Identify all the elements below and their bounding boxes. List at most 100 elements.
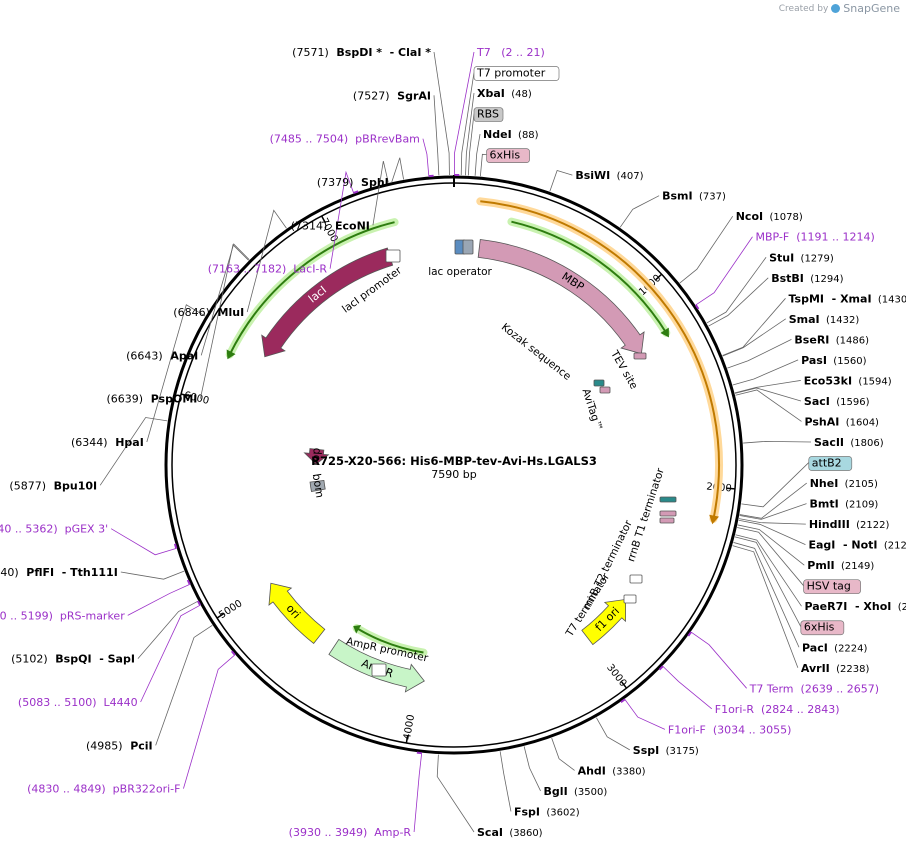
leader-line bbox=[433, 95, 440, 176]
label-segment: (6639) bbox=[106, 393, 143, 406]
site-label[interactable]: PasI (1560) bbox=[801, 354, 867, 367]
site-label[interactable]: TspMI - XmaI (1430) bbox=[789, 292, 906, 305]
label-segment: (1596) bbox=[830, 397, 870, 408]
site-label[interactable]: ScaI (3860) bbox=[477, 826, 543, 839]
site-label[interactable]: Eco53kI (1594) bbox=[804, 374, 892, 387]
site-label[interactable]: (7527) SgrAI bbox=[353, 89, 431, 102]
site-label[interactable]: (5180 .. 5199) pRS-marker bbox=[0, 609, 125, 622]
leader-line bbox=[619, 195, 660, 228]
primer-mark bbox=[230, 650, 236, 656]
site-label[interactable]: BstBI (1294) bbox=[771, 272, 843, 285]
site-label[interactable]: BglI (3500) bbox=[544, 785, 608, 798]
label-segment: (6344) bbox=[71, 436, 108, 449]
site-label[interactable]: AhdI (3380) bbox=[578, 764, 646, 777]
site-label[interactable]: (6643) ApaI bbox=[126, 349, 198, 362]
site-label[interactable]: 6xHis bbox=[804, 621, 835, 634]
leader-line bbox=[722, 298, 786, 356]
site-label[interactable]: 6xHis bbox=[490, 149, 521, 162]
label-segment: (88) bbox=[512, 130, 539, 141]
site-label[interactable]: F1ori-R (2824 .. 2843) bbox=[715, 703, 840, 716]
leader-line bbox=[372, 161, 389, 226]
leader-line bbox=[460, 72, 475, 176]
site-label[interactable]: PmlI (2149) bbox=[807, 559, 874, 572]
site-label[interactable]: F1ori-F (3034 .. 3055) bbox=[668, 723, 792, 736]
site-label[interactable]: BmtI (2109) bbox=[810, 498, 879, 511]
site-label[interactable]: SacI (1596) bbox=[804, 395, 870, 408]
site-label[interactable]: HSV tag bbox=[807, 580, 851, 593]
label-segment: (2639 .. 2657) bbox=[794, 682, 880, 695]
site-label[interactable]: (4830 .. 4849) pBR322ori-F bbox=[27, 783, 180, 796]
site-label[interactable]: T7 Term (2639 .. 2657) bbox=[749, 682, 879, 695]
label-segment: Amp-R bbox=[367, 826, 411, 839]
site-label[interactable]: HindIII (2122) bbox=[809, 518, 890, 531]
site-label[interactable]: T7 (2 .. 21) bbox=[476, 46, 545, 59]
site-label[interactable]: PaeR7I - XhoI (2191) bbox=[804, 600, 906, 613]
label-segment: Bpu10I bbox=[46, 479, 97, 492]
site-label[interactable]: StuI (1279) bbox=[769, 251, 834, 264]
site-label[interactable]: BsmI (737) bbox=[662, 190, 726, 203]
label-segment: SmaI bbox=[789, 313, 820, 326]
label-segment: (407) bbox=[610, 171, 643, 182]
site-label[interactable]: (4985) PciI bbox=[86, 739, 153, 752]
site-label[interactable]: NcoI (1078) bbox=[736, 210, 803, 223]
label-segment: SacII bbox=[814, 436, 844, 449]
small-feature-label: Kozak sequence bbox=[499, 321, 573, 383]
label-segment: (5083 .. 5100) bbox=[18, 696, 97, 709]
site-label[interactable]: (6344) HpaI bbox=[71, 436, 144, 449]
site-label[interactable]: PshAI (1604) bbox=[804, 415, 879, 428]
ampr-promoter-arrow bbox=[371, 663, 387, 677]
leader-line bbox=[454, 51, 475, 176]
orf-arrowhead bbox=[709, 514, 720, 525]
site-label[interactable]: (6639) PspOMI bbox=[106, 393, 197, 406]
leader-line bbox=[737, 527, 804, 586]
label-segment: pBRrevBam bbox=[348, 133, 420, 146]
label-segment: T7 promoter bbox=[476, 67, 546, 80]
site-label[interactable]: (7485 .. 7504) pBRrevBam bbox=[270, 133, 420, 146]
site-label[interactable]: (5083 .. 5100) L4440 bbox=[18, 696, 138, 709]
site-label[interactable]: T7 promoter bbox=[476, 67, 546, 80]
site-label[interactable]: AvrII (2238) bbox=[801, 662, 870, 675]
site-label[interactable]: (3930 .. 3949) Amp-R bbox=[289, 826, 412, 839]
label-segment: F1ori-F bbox=[668, 723, 706, 736]
site-label[interactable]: (5877) Bpu10I bbox=[9, 479, 97, 492]
site-label[interactable]: (7571) BspDI * - ClaI * bbox=[292, 46, 431, 59]
label-segment: (7527) bbox=[353, 89, 390, 102]
label-segment: (1430) bbox=[872, 294, 906, 305]
site-label[interactable]: attB2 bbox=[812, 457, 842, 470]
site-label[interactable]: EagI - NotI (2129) bbox=[808, 539, 906, 552]
small-feature-label: AviTag™ bbox=[579, 387, 604, 433]
site-label[interactable]: (7379) SphI bbox=[317, 176, 389, 189]
leader-line bbox=[690, 631, 747, 689]
site-label[interactable]: (6846) MluI bbox=[173, 306, 244, 319]
site-label[interactable]: RBS bbox=[477, 108, 499, 121]
leader-line bbox=[551, 737, 575, 771]
site-label[interactable]: NheI (2105) bbox=[810, 477, 878, 490]
site-label[interactable]: PacI (2224) bbox=[802, 641, 868, 654]
site-label[interactable]: SacII (1806) bbox=[814, 436, 884, 449]
site-label[interactable]: NdeI (88) bbox=[483, 128, 539, 141]
site-label[interactable]: XbaI (48) bbox=[477, 87, 532, 100]
site-label[interactable]: BsiWI (407) bbox=[575, 169, 643, 182]
site-label[interactable]: (5240) PflFI - Tth111I bbox=[0, 566, 118, 579]
label-segment: PacI bbox=[802, 641, 828, 654]
site-label[interactable]: MBP-F (1191 .. 1214) bbox=[755, 231, 874, 244]
site-label[interactable]: (5102) BspQI - SapI bbox=[11, 653, 135, 666]
site-label[interactable]: SspI (3175) bbox=[633, 744, 699, 757]
label-segment: EagI - NotI bbox=[808, 539, 877, 552]
leader-line bbox=[200, 243, 250, 356]
leader-line bbox=[679, 215, 734, 284]
site-label[interactable]: (7163 .. 7182) LacI-R bbox=[208, 263, 328, 276]
label-segment: (7379) bbox=[317, 176, 354, 189]
attb2-box bbox=[659, 496, 677, 503]
site-label[interactable]: FspI (3602) bbox=[514, 805, 580, 818]
site-label[interactable]: (5340 .. 5362) pGEX 3' bbox=[0, 523, 108, 536]
label-segment: RBS bbox=[477, 108, 499, 121]
kozak-box bbox=[593, 379, 605, 387]
site-label[interactable]: BseRI (1486) bbox=[794, 333, 869, 346]
his2-box bbox=[659, 517, 675, 524]
label-segment: (3380) bbox=[606, 766, 646, 777]
site-label[interactable]: SmaI (1432) bbox=[789, 313, 860, 326]
site-label[interactable]: (7314) EcoNI bbox=[291, 219, 370, 232]
label-segment: BmtI bbox=[810, 498, 839, 511]
